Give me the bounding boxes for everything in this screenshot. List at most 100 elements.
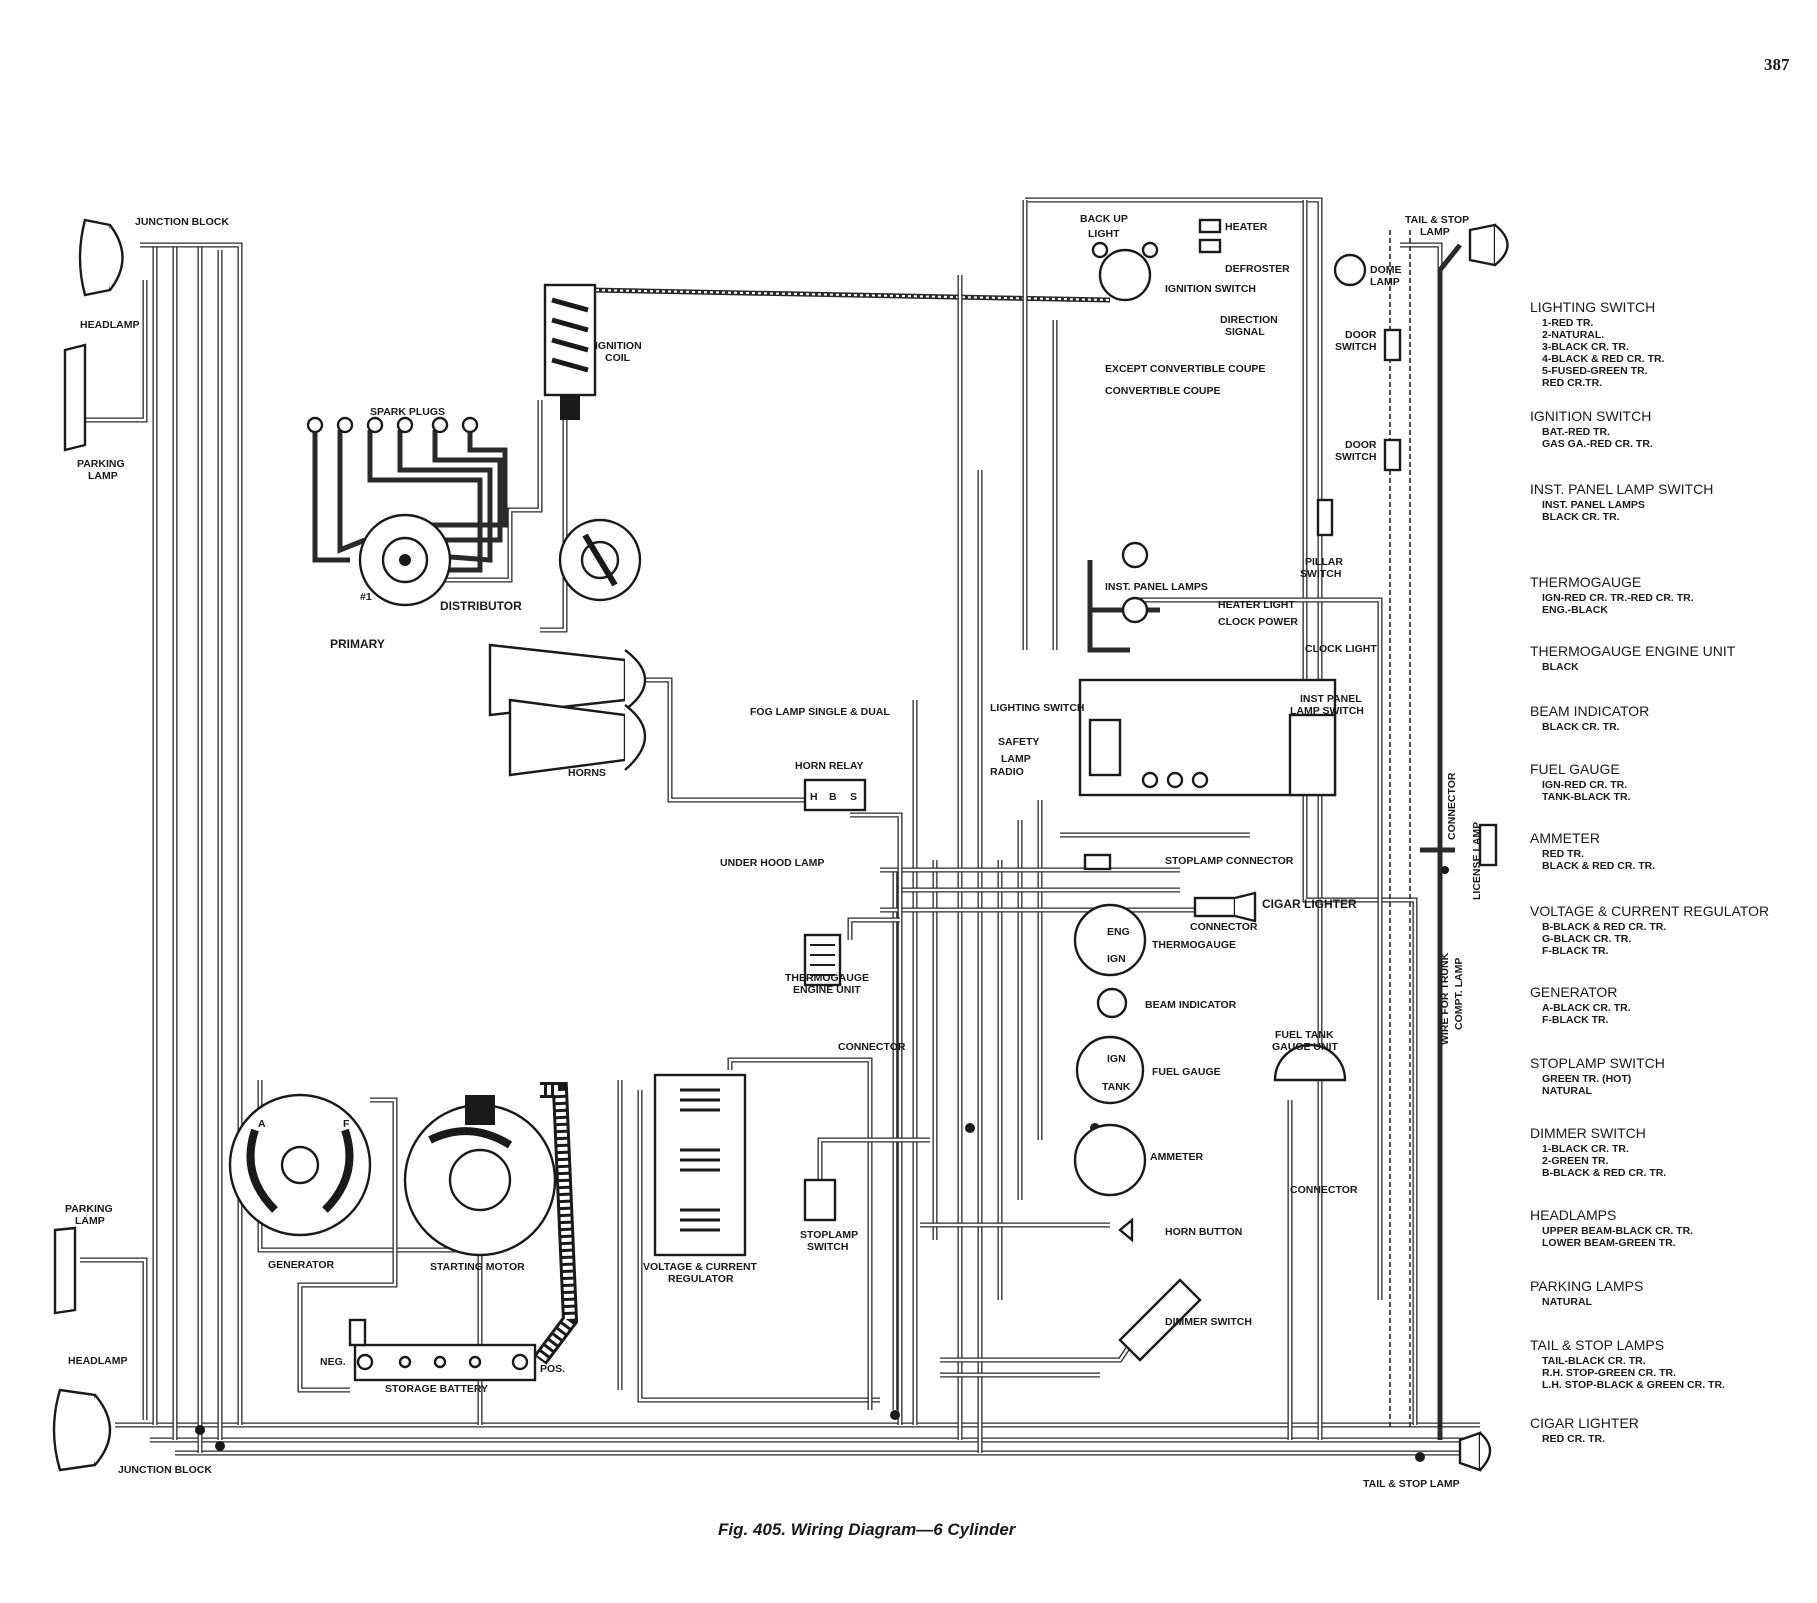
stoplamp-connector-icon bbox=[1083, 853, 1112, 871]
label-inst-panel-lamp-switch: INST PANEL bbox=[1300, 693, 1362, 705]
label-direction-signal-2: SIGNAL bbox=[1225, 326, 1265, 338]
dome-lamp-icon bbox=[1333, 253, 1367, 287]
headlamp-top-icon bbox=[78, 218, 124, 297]
horn-button-icon bbox=[1118, 1217, 1134, 1243]
label-fuel-tank-gauge-2: GAUGE UNIT bbox=[1272, 1041, 1339, 1053]
label-spark-plugs: SPARK PLUGS bbox=[370, 406, 445, 418]
label-inst-panel-lamp-switch-2: LAMP SWITCH bbox=[1290, 705, 1364, 717]
label-pillar-switch: PILLAR bbox=[1305, 556, 1343, 568]
legend-line: GAS GA.-RED CR. TR. bbox=[1542, 438, 1653, 450]
ignition-coil-icon bbox=[543, 283, 597, 420]
label-thermo-ign: IGN bbox=[1107, 953, 1126, 965]
label-dimmer-switch: DIMMER SWITCH bbox=[1165, 1316, 1252, 1328]
label-lamp: LAMP bbox=[1001, 753, 1031, 765]
label-ignition-switch: IGNITION SWITCH bbox=[1165, 283, 1256, 295]
parking-lamp-top-icon bbox=[63, 343, 87, 452]
distributor-icon bbox=[358, 513, 452, 607]
legend-line: B-BLACK & RED CR. TR. bbox=[1542, 921, 1666, 933]
legend-line: BLACK & RED CR. TR. bbox=[1542, 860, 1655, 872]
label-ignition-coil: IGNITION bbox=[595, 340, 642, 352]
label-stoplamp-connector: STOPLAMP CONNECTOR bbox=[1165, 855, 1294, 867]
label-convertible: CONVERTIBLE COUPE bbox=[1105, 385, 1221, 397]
legend-title: VOLTAGE & CURRENT REGULATOR bbox=[1530, 903, 1769, 919]
legend-line: 2-NATURAL. bbox=[1542, 329, 1604, 341]
spark-plugs-icon bbox=[306, 416, 479, 434]
label-fuel-gauge: FUEL GAUGE bbox=[1152, 1066, 1221, 1078]
label-fog-lamp: FOG LAMP SINGLE & DUAL bbox=[750, 706, 890, 718]
fuel-tank-gauge-unit-icon bbox=[1273, 1043, 1347, 1082]
legend-line: 1-BLACK CR. TR. bbox=[1542, 1143, 1629, 1155]
label-horns: HORNS bbox=[568, 767, 606, 779]
legend-title: DIMMER SWITCH bbox=[1530, 1125, 1646, 1141]
distributor-cap-icon bbox=[558, 518, 642, 602]
legend-line: L.H. STOP-BLACK & GREEN CR. TR. bbox=[1542, 1379, 1725, 1391]
legend-line: F-BLACK TR. bbox=[1542, 1014, 1609, 1026]
label-thermo-engine-unit-2: ENGINE UNIT bbox=[793, 984, 861, 996]
legend-title: THERMOGAUGE bbox=[1530, 574, 1641, 590]
fuel-gauge-icon bbox=[1075, 1035, 1145, 1105]
legend-title: CIGAR LIGHTER bbox=[1530, 1415, 1639, 1431]
door-switch-icon bbox=[1383, 328, 1402, 472]
label-except-convertible: EXCEPT CONVERTIBLE COUPE bbox=[1105, 363, 1265, 375]
label-wire-trunk: WIRE FOR TRUNK bbox=[1439, 952, 1451, 1045]
label-parking-lamp-top-2: LAMP bbox=[88, 470, 118, 482]
legend-line: UPPER BEAM-BLACK CR. TR. bbox=[1542, 1225, 1693, 1237]
legend-line: BLACK CR. TR. bbox=[1542, 721, 1620, 733]
ignition-switch-icon bbox=[1091, 241, 1159, 302]
generator-icon bbox=[228, 1093, 372, 1237]
label-dist-1: #1 bbox=[360, 591, 372, 603]
starting-motor-icon bbox=[403, 1095, 557, 1257]
lighting-switch-icon bbox=[1078, 678, 1337, 797]
label-license-lamp: LICENSE LAMP bbox=[1471, 822, 1483, 900]
label-storage-battery: STORAGE BATTERY bbox=[385, 1383, 488, 1395]
tail-stop-lamp-bottom-icon bbox=[1458, 1431, 1492, 1472]
label-relay-s: S bbox=[850, 791, 857, 803]
label-safety: SAFETY bbox=[998, 736, 1039, 748]
label-heater-light: HEATER LIGHT bbox=[1218, 599, 1295, 611]
label-distributor: DISTRIBUTOR bbox=[440, 599, 522, 613]
label-thermo-engine-unit: THERMOGAUGE bbox=[785, 972, 869, 984]
legend-title: AMMETER bbox=[1530, 830, 1600, 846]
legend-title: TAIL & STOP LAMPS bbox=[1530, 1337, 1664, 1353]
horns-icon bbox=[488, 643, 647, 777]
inst-panel-lamps-icon bbox=[1121, 541, 1149, 624]
legend-line: B-BLACK & RED CR. TR. bbox=[1542, 1167, 1666, 1179]
legend-title: IGNITION SWITCH bbox=[1530, 408, 1651, 424]
legend-line: RED TR. bbox=[1542, 848, 1584, 860]
legend-line: G-BLACK CR. TR. bbox=[1542, 933, 1631, 945]
legend-line: GREEN TR. (HOT) bbox=[1542, 1073, 1631, 1085]
label-headlamp-top: HEADLAMP bbox=[80, 319, 140, 331]
legend-line: ENG.-BLACK bbox=[1542, 604, 1608, 616]
label-gen-a: A bbox=[258, 1118, 266, 1130]
label-connector-vert: CONNECTOR bbox=[1446, 772, 1458, 840]
legend-line: F-BLACK TR. bbox=[1542, 945, 1609, 957]
label-clock-light: CLOCK LIGHT bbox=[1305, 643, 1377, 655]
legend-line: TANK-BLACK TR. bbox=[1542, 791, 1631, 803]
diagram-labels: JUNCTION BLOCK HEADLAMP PARKING LAMP IGN… bbox=[65, 213, 1483, 1490]
legend-title: LIGHTING SWITCH bbox=[1530, 299, 1655, 315]
legend-line: BLACK CR. TR. bbox=[1542, 511, 1620, 523]
figure-caption: Fig. 405. Wiring Diagram—6 Cylinder bbox=[718, 1520, 1017, 1539]
label-horn-button: HORN BUTTON bbox=[1165, 1226, 1242, 1238]
tail-stop-lamp-top-icon bbox=[1468, 223, 1509, 267]
legend-title: HEADLAMPS bbox=[1530, 1207, 1616, 1223]
dimmer-switch-icon bbox=[1118, 1278, 1202, 1362]
legend-title: PARKING LAMPS bbox=[1530, 1278, 1643, 1294]
label-door-switch-1: DOOR bbox=[1345, 329, 1377, 341]
pillar-switch-icon bbox=[1316, 498, 1334, 537]
legend-line: 5-FUSED-GREEN TR. bbox=[1542, 365, 1648, 377]
label-parking-lamp-bottom: PARKING bbox=[65, 1203, 113, 1215]
legend-line: 1-RED TR. bbox=[1542, 317, 1593, 329]
legend-line: RED CR.TR. bbox=[1542, 377, 1602, 389]
legend-line: INST. PANEL LAMPS bbox=[1542, 499, 1645, 511]
label-horn-relay: HORN RELAY bbox=[795, 760, 863, 772]
headlamp-bottom-icon bbox=[52, 1388, 112, 1472]
label-dome-lamp-2: LAMP bbox=[1370, 276, 1400, 288]
cigar-lighter-icon bbox=[1193, 891, 1257, 923]
label-fuel-ign: IGN bbox=[1107, 1053, 1126, 1065]
legend-line: A-BLACK CR. TR. bbox=[1542, 1002, 1631, 1014]
legend-line: LOWER BEAM-GREEN TR. bbox=[1542, 1237, 1676, 1249]
legend-title: FUEL GAUGE bbox=[1530, 761, 1620, 777]
